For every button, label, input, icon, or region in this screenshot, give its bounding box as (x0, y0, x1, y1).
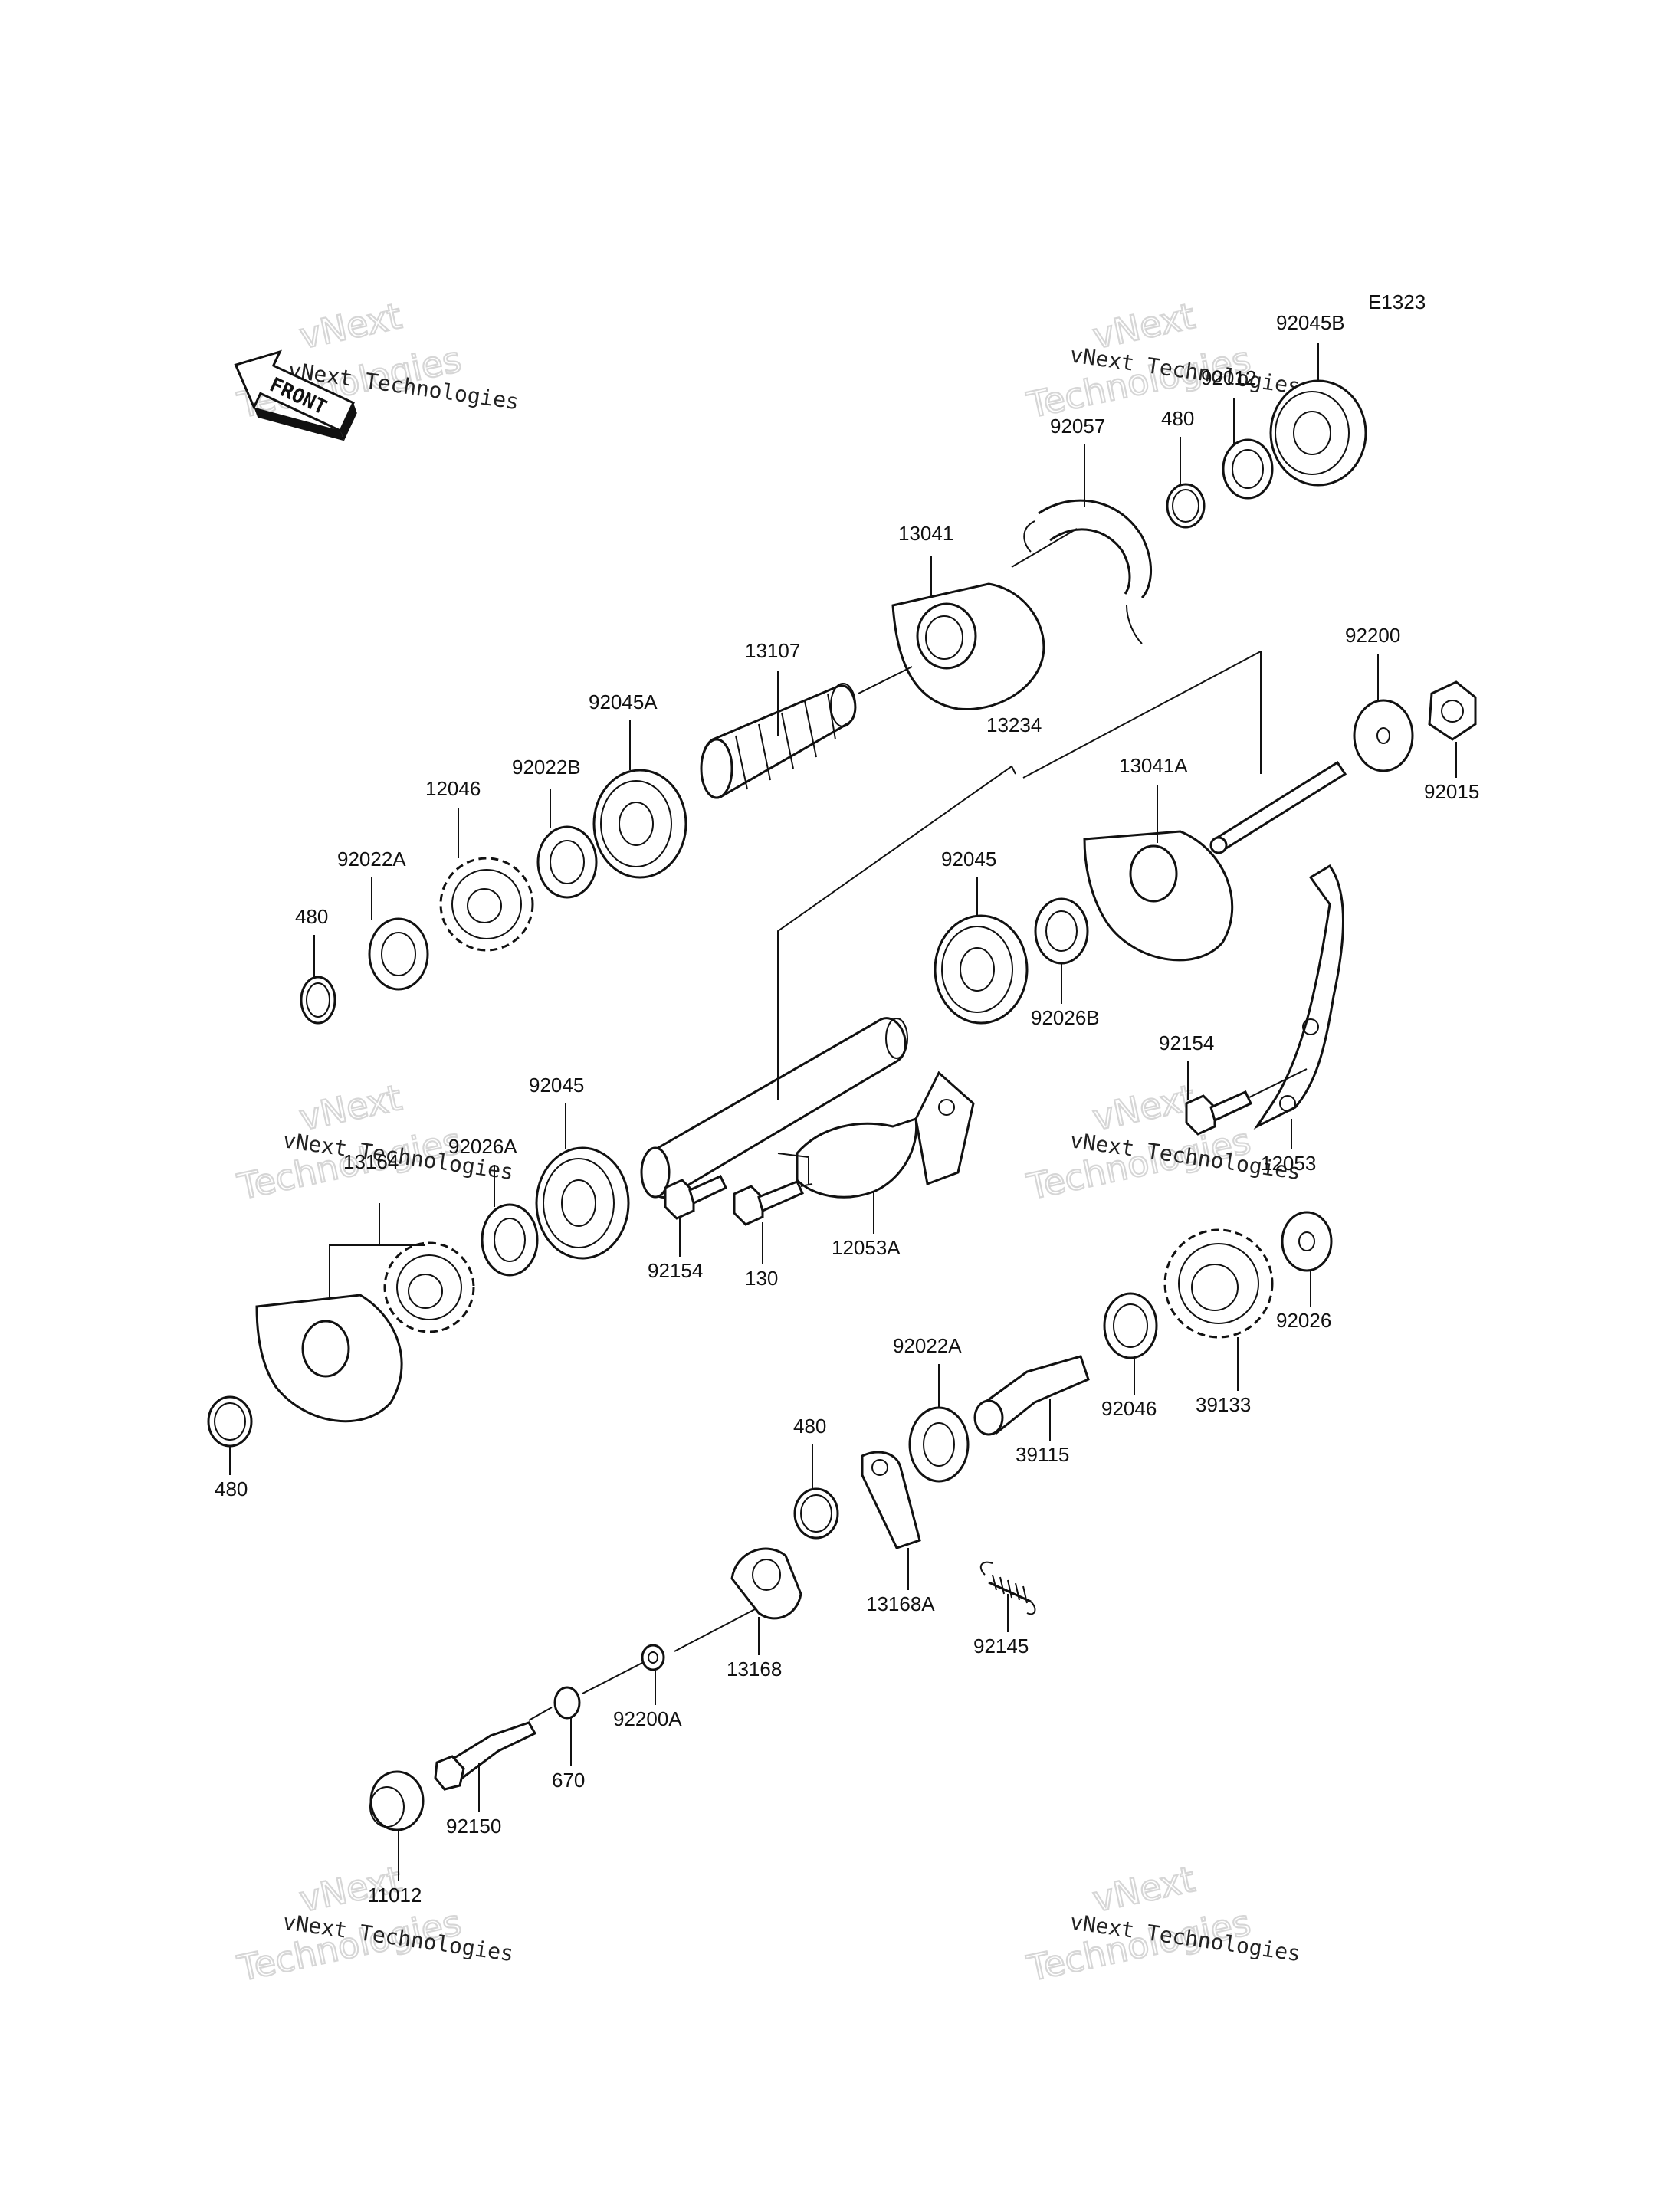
label-92045-lower: 92045 (529, 1074, 584, 1097)
label-92145: 92145 (973, 1635, 1029, 1658)
lever-13168 (730, 1547, 802, 1620)
label-92200: 92200 (1345, 624, 1400, 647)
bearing-92045-upper (934, 914, 1029, 1025)
shaft-39115 (973, 1355, 1090, 1436)
cam-13041 (891, 582, 1045, 711)
label-13107: 13107 (745, 639, 800, 662)
label-12053: 12053 (1261, 1152, 1316, 1175)
watermark-bottom-right: vNext Technologies vNext Technologies (1022, 1858, 1302, 1990)
watermark-bottom-left: vNext Technologies vNext Technologies (233, 1858, 515, 1990)
label-92200A: 92200A (613, 1707, 682, 1730)
label-92045A: 92045A (589, 690, 658, 713)
label-13041: 13041 (898, 522, 953, 545)
label-480-left: 480 (295, 905, 328, 928)
chain-92057 (1023, 499, 1153, 644)
label-92022A-lower: 92022A (893, 1334, 962, 1357)
bearing-92045-lower (535, 1146, 630, 1260)
svg-text:vNext: vNext (1089, 1858, 1199, 1920)
label-12046: 12046 (425, 777, 481, 800)
gear-39133 (1163, 1228, 1274, 1339)
label-92150: 92150 (446, 1815, 501, 1838)
svg-text:vNext: vNext (1089, 1077, 1199, 1139)
label-92015: 92015 (1424, 780, 1479, 803)
washer-92012 (1222, 438, 1274, 500)
svg-text:vNext: vNext (296, 295, 405, 357)
nut-92015 (1428, 680, 1477, 741)
shaft-13234 (640, 1017, 908, 1199)
circlip-480-upper (1166, 483, 1206, 529)
label-92026A: 92026A (448, 1135, 517, 1158)
circlip-480-lower (793, 1487, 839, 1540)
bolt-130 (733, 1180, 805, 1226)
bolt-92150 (434, 1721, 537, 1791)
label-13234: 13234 (986, 713, 1042, 736)
bolt-92154-left (664, 1175, 727, 1220)
label-39133: 39133 (1196, 1393, 1251, 1416)
label-92045B: 92045B (1276, 311, 1345, 334)
spring-92145 (979, 1561, 1036, 1615)
washer-92026 (1281, 1211, 1333, 1272)
washer-92026B (1034, 897, 1089, 965)
label-92026B: 92026B (1031, 1006, 1100, 1029)
label-480-lower: 480 (793, 1415, 826, 1438)
cap-11012 (369, 1770, 425, 1831)
label-11012: 11012 (368, 1884, 422, 1907)
bolt-92154-right (1185, 1090, 1252, 1136)
cam-lower-left (255, 1294, 403, 1423)
washer-92022A-upper (368, 917, 429, 991)
label-13168: 13168 (727, 1658, 782, 1681)
label-92154-right: 92154 (1159, 1031, 1214, 1054)
label-92022B: 92022B (512, 756, 581, 779)
bearing-92045B (1269, 379, 1367, 487)
label-13041A: 13041A (1119, 754, 1188, 777)
circlip-480-left (300, 976, 336, 1025)
label-92022A-upper: 92022A (337, 848, 406, 871)
shaft-13107 (700, 683, 857, 799)
diagram-code: E1323 (1368, 290, 1426, 313)
washer-92026A (481, 1203, 539, 1277)
lever-12053 (1253, 864, 1344, 1130)
label-92045-upper: 92045 (941, 848, 996, 871)
label-92057: 92057 (1050, 415, 1105, 438)
gear-13164 (383, 1241, 475, 1333)
washer-92200 (1353, 699, 1414, 772)
label-92012: 92012 (1201, 366, 1256, 389)
bracket-12053A (796, 1071, 975, 1199)
svg-text:vNext: vNext (296, 1077, 405, 1139)
label-92046: 92046 (1101, 1397, 1157, 1420)
cam-13041A (1083, 830, 1234, 962)
label-480-lower-left: 480 (215, 1477, 248, 1500)
label-12053A: 12053A (832, 1236, 901, 1259)
sprocket-12046 (439, 857, 534, 952)
label-13168A: 13168A (866, 1592, 935, 1615)
label-39115: 39115 (1016, 1443, 1069, 1466)
needle-bearing-92046 (1103, 1292, 1158, 1359)
washer-92022A-lower (908, 1406, 970, 1483)
label-670: 670 (552, 1769, 585, 1792)
part-labels: 92045B 92012 92057 480 13041 13107 92045… (215, 311, 1479, 1907)
pin-13234 (1209, 760, 1347, 854)
washer-92200A (641, 1644, 665, 1671)
label-13164: 13164 (343, 1150, 399, 1173)
plate-13168A (861, 1451, 921, 1549)
watermark-middle-right: vNext Technologies vNext Technologies (1022, 1076, 1302, 1208)
label-92026: 92026 (1276, 1309, 1331, 1332)
label-130: 130 (745, 1267, 778, 1290)
o-ring-670 (553, 1686, 581, 1720)
washer-92022B (536, 825, 598, 899)
label-92154-left: 92154 (648, 1259, 703, 1282)
label-480-upper: 480 (1161, 407, 1194, 430)
bearing-92045A (592, 769, 687, 879)
circlip-480-lower-left (207, 1395, 253, 1448)
